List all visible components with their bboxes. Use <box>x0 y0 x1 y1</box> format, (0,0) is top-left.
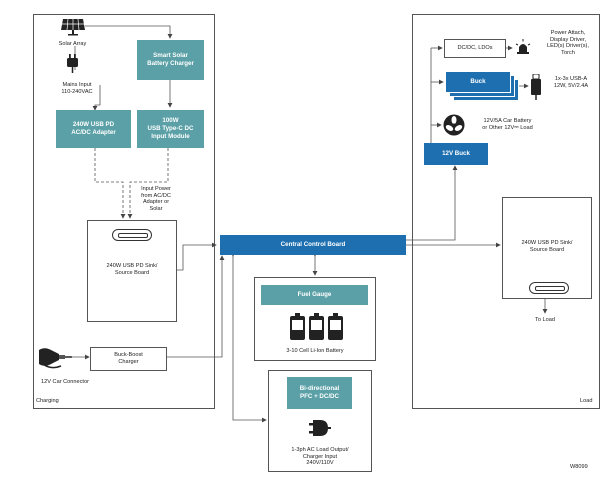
central-control-board: Central Control Board <box>220 235 406 255</box>
car-battery-label: 12V/5A Car Battery or Other 12V⎓ Load <box>482 118 533 131</box>
fuel-gauge: Fuel Gauge <box>261 285 368 305</box>
to-load-label: To Load <box>535 317 555 323</box>
ac-output-subsystem: Bi-directional PFC + DC/DC 1-3ph AC Load… <box>268 370 372 472</box>
usb-a-icon <box>530 73 542 100</box>
charging-panel-label: Charging <box>36 398 59 404</box>
mains-input-label: Mains Input 110-240VAC <box>61 82 93 95</box>
load-panel-label: Load <box>580 398 593 404</box>
usb-c-dc-input-module: 100W USB Type-C DC Input Module <box>137 110 204 148</box>
solar-array-label: Solar Array <box>58 41 87 47</box>
battery-subsystem: Fuel Gauge 3-10 Cell Li-Ion Battery <box>254 277 376 361</box>
fan-icon <box>443 114 465 136</box>
usb-a-label: 1x-3x USB-A 12W, 5V/2.4A <box>553 76 589 89</box>
battery-label: 3-10 Cell Li-Ion Battery <box>286 348 344 354</box>
dcdc-ldos: DC/DC, LDOs <box>444 39 506 58</box>
load-sink-source-label: 240W USB PD Sink/ Source Board <box>521 240 573 253</box>
battery-cell-icon <box>287 312 347 342</box>
buck-converter: Buck <box>445 71 511 93</box>
car-plug-icon <box>37 344 73 370</box>
smart-solar-charger: Smart Solar Battery Charger <box>137 40 204 80</box>
load-sink-source-board: 240W USB PD Sink/ Source Board <box>502 197 592 299</box>
ac-output-label: 1-3ph AC Load Output/ Charger Input 240V… <box>291 447 349 467</box>
document-id: W8099 <box>570 464 588 470</box>
ac-plug-icon <box>309 417 331 441</box>
power-attach-label: Power Attach, Display Driver, LED(s) Dri… <box>547 30 589 57</box>
buck-boost-charger: Buck-Boost Charger <box>90 347 167 371</box>
usb-c-port-icon <box>112 229 152 241</box>
charging-sink-source-board: 240W USB PD Sink/ Source Board <box>87 220 177 322</box>
car-connector-label: 12V Car Connector <box>41 379 89 385</box>
wall-plug-icon <box>66 53 80 73</box>
ac-dc-adapter: 240W USB PD AC/DC Adapter <box>56 110 131 148</box>
warning-light-icon <box>514 39 532 55</box>
bidirectional-pfc-dcdc: Bi-directional PFC + DC/DC <box>287 377 352 409</box>
input-power-note: Input Power from AC/DC Adapter or Solar <box>141 186 171 213</box>
charging-sink-source-label: 240W USB PD Sink/ Source Board <box>106 263 158 276</box>
buck-12v: 12V Buck <box>424 143 488 165</box>
usb-c-port-icon <box>529 282 569 294</box>
solar-panel-icon <box>60 18 86 36</box>
